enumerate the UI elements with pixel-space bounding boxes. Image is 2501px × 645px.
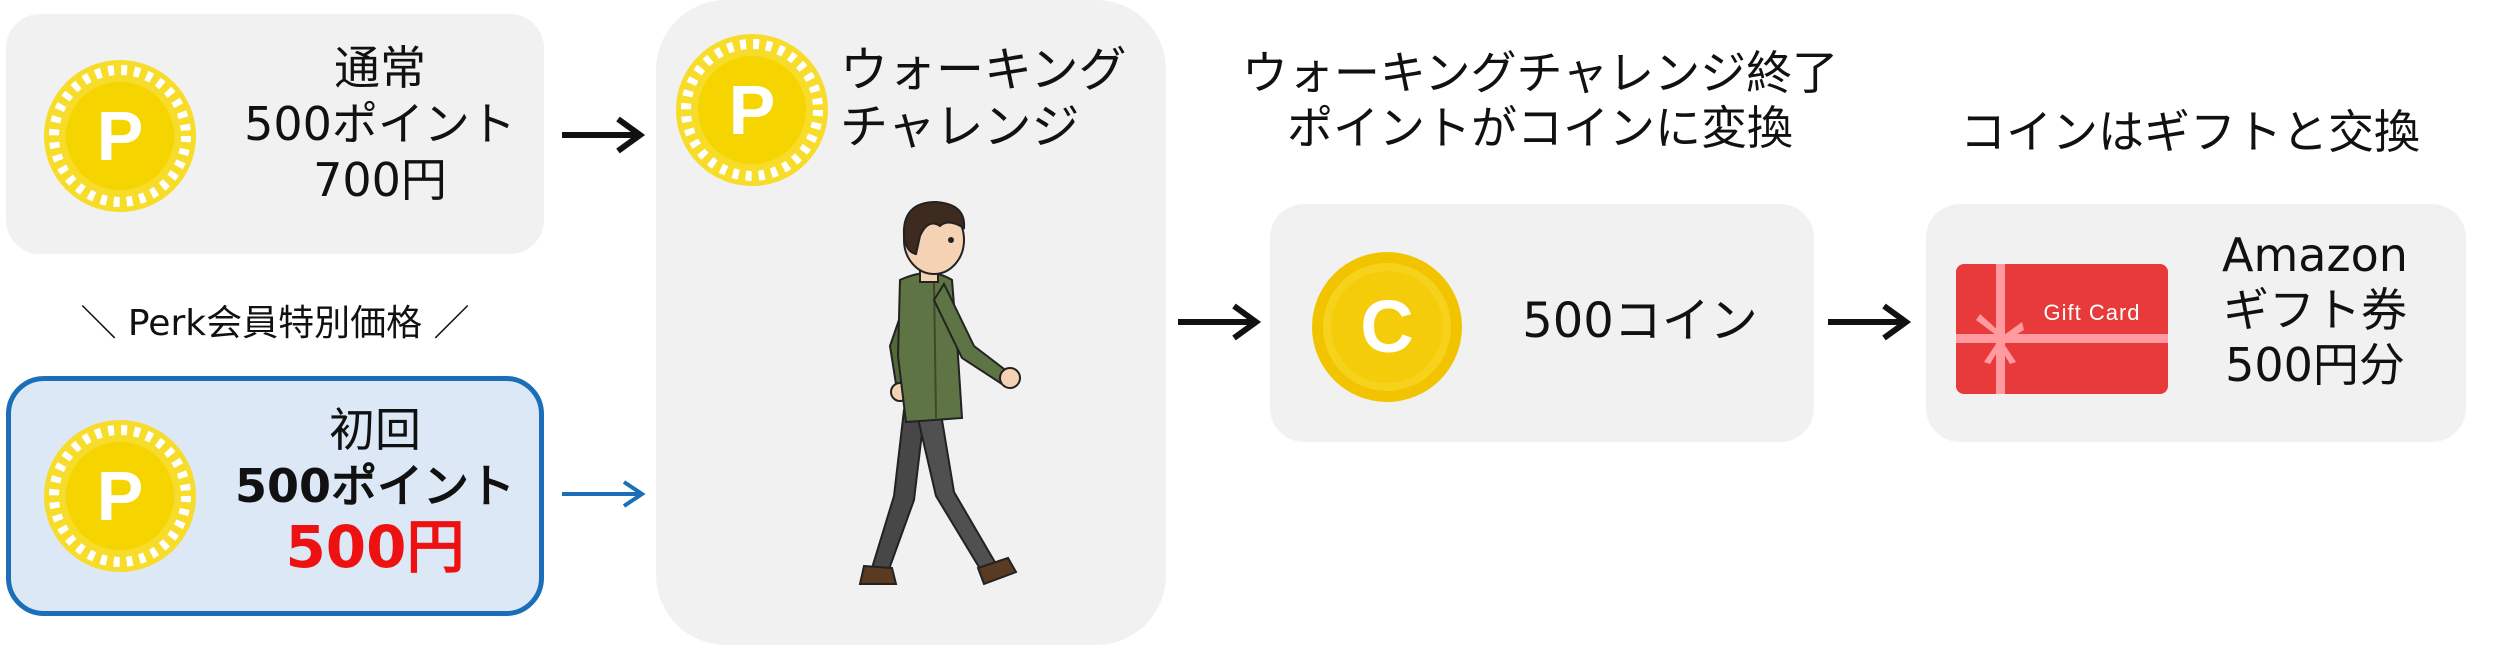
- walking-challenge-title: ウォーキング チャレンジ: [840, 42, 1160, 155]
- gift-line1: Amazon: [2180, 228, 2450, 283]
- arrow-first-to-challenge: [560, 474, 646, 514]
- svg-text:P: P: [729, 71, 776, 149]
- arrow-conversion-to-gift: [1826, 302, 1912, 342]
- gift-card-icon: Gift Card: [1956, 264, 2168, 394]
- svg-text:Gift Card: Gift Card: [2043, 300, 2140, 325]
- coin-c-icon: C: [1312, 252, 1462, 402]
- walking-man-illustration: [812, 196, 1032, 616]
- challenge-line2: チャレンジ: [840, 99, 1160, 156]
- challenge-line1: ウォーキング: [840, 42, 1160, 99]
- svg-text:P: P: [97, 97, 144, 175]
- coin-amount-label: 500コイン: [1490, 292, 1790, 351]
- gift-heading: コインはギフトと交換: [1930, 104, 2450, 160]
- arrow-normal-to-challenge: [560, 115, 646, 155]
- normal-price: 700円: [230, 152, 530, 208]
- first-price-text: 初回 500ポイント 500円: [210, 402, 540, 583]
- first-price: 500円: [210, 512, 540, 583]
- first-title: 初回: [210, 402, 540, 458]
- perk-member-label: ＼ Perk会員特別価格 ／: [40, 302, 510, 346]
- svg-text:C: C: [1360, 285, 1413, 368]
- conversion-heading: ウォーキングチャレンジ終了 ポイントがコインに変換: [1220, 46, 1860, 156]
- point-coin-icon: P: [676, 34, 828, 186]
- normal-price-text: 通常 500ポイント 700円: [230, 40, 530, 208]
- point-coin-icon: P: [44, 60, 196, 212]
- arrow-challenge-to-conversion: [1176, 302, 1262, 342]
- point-coin-icon: P: [44, 420, 196, 572]
- normal-title: 通常: [230, 40, 530, 96]
- first-points: 500ポイント: [210, 458, 540, 514]
- conversion-heading-line2: ポイントがコインに変換: [1220, 101, 1860, 156]
- svg-text:P: P: [97, 457, 144, 535]
- gift-description: Amazon ギフト券 500円分: [2180, 228, 2450, 394]
- gift-line3: 500円分: [2180, 338, 2450, 393]
- conversion-heading-line1: ウォーキングチャレンジ終了: [1220, 46, 1860, 101]
- gift-line2: ギフト券: [2180, 283, 2450, 338]
- normal-points: 500ポイント: [230, 96, 530, 152]
